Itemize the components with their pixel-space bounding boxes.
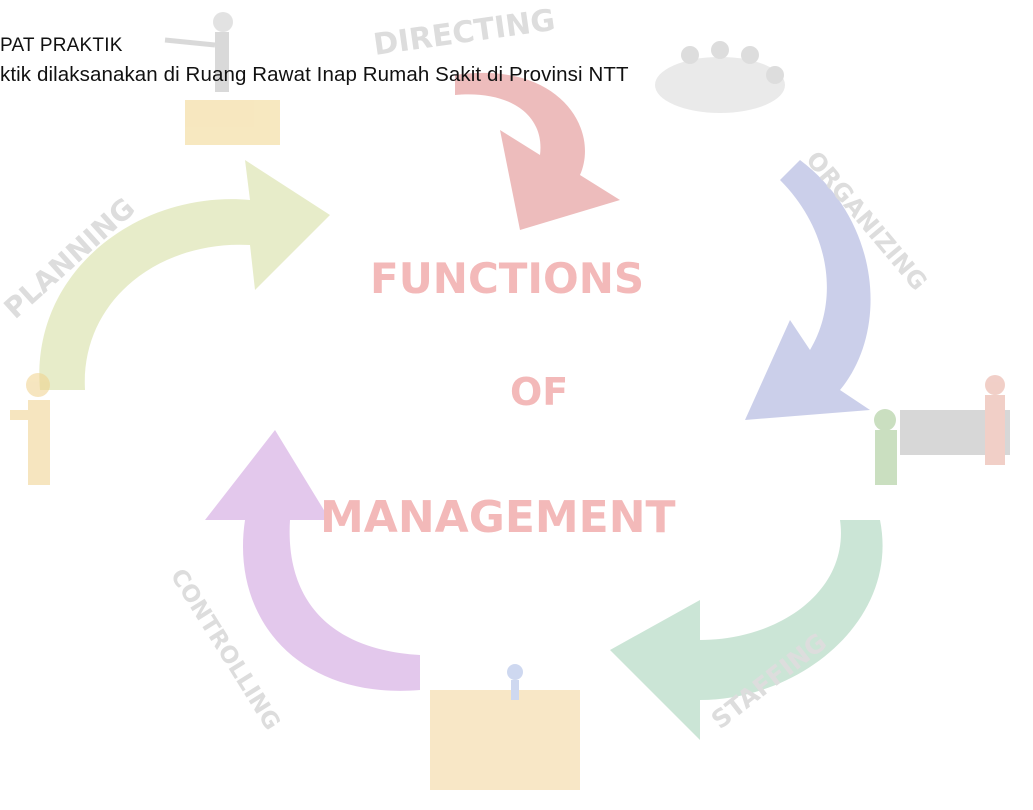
watermark-title-line-3: MANAGEMENT [320,492,676,543]
directing-arrow [455,72,620,230]
top-right-meeting-figure [655,41,785,113]
planning-arrow [39,160,331,390]
controlling-arrow [205,430,420,691]
staffing-arrow [610,520,883,740]
location-sentence: ktik dilaksanakan di Ruang Rawat Inap Ru… [0,63,629,86]
bottom-crowd-figure [430,664,580,790]
left-person-figure [10,373,50,485]
label-directing: DIRECTING [371,3,557,63]
watermark-title-line-1: FUNCTIONS [370,254,644,303]
watermark-title-line-2: OF [510,370,568,414]
top-left-figure [164,12,280,145]
right-desk-figure [874,375,1010,485]
section-heading: PAT PRAKTIK [0,35,123,56]
organizing-arrow [745,160,871,420]
